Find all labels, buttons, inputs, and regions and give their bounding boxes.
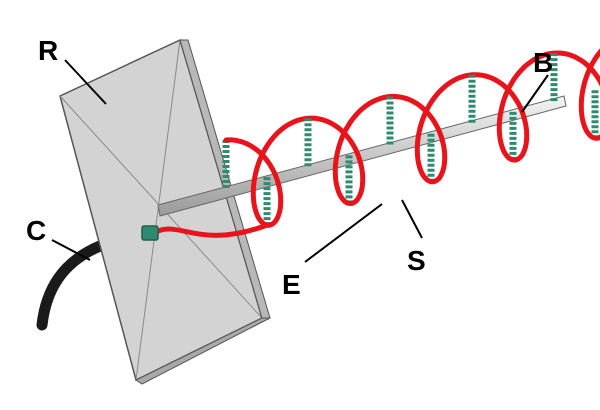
label-b: B bbox=[533, 47, 553, 78]
helix-front-strand bbox=[332, 147, 366, 207]
label-c: C bbox=[26, 215, 46, 246]
coax-cable bbox=[36, 240, 106, 331]
feed-wire bbox=[153, 222, 270, 238]
leader-r bbox=[64, 59, 107, 105]
leader-b bbox=[521, 74, 549, 113]
label-s: S bbox=[407, 245, 426, 276]
helix-back-strand bbox=[581, 48, 600, 88]
helix-front-strand bbox=[496, 104, 530, 163]
helix-front-strand bbox=[223, 137, 281, 186]
leader-s bbox=[401, 199, 423, 239]
spacers bbox=[222, 53, 599, 226]
label-e: E bbox=[282, 269, 301, 300]
leader-e bbox=[304, 203, 383, 263]
boom bbox=[157, 95, 567, 217]
helix-front bbox=[153, 82, 600, 238]
label-r: R bbox=[38, 35, 58, 66]
helix-front-strand bbox=[578, 82, 600, 141]
leader-c bbox=[51, 239, 91, 261]
helix-front-strand bbox=[414, 125, 448, 185]
feed-connector bbox=[141, 225, 159, 241]
